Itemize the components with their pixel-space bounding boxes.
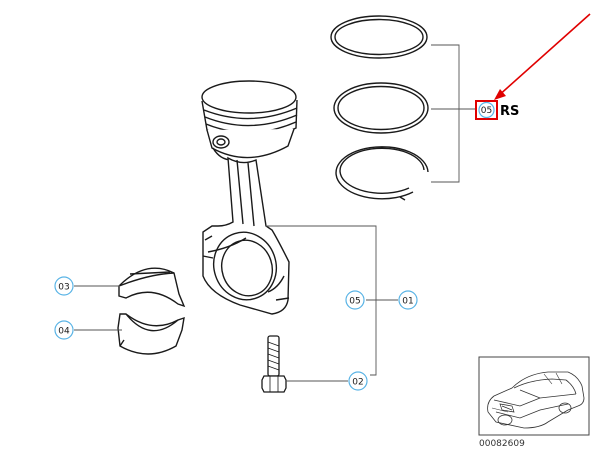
callout-rod-left-number: 05 [349,296,360,306]
highlight-arrow [494,13,591,100]
piston-ring-top [330,15,428,59]
callout-rings-circle [478,101,495,119]
reference-number: 00082609 [479,439,525,449]
callout-bolt-circle [348,371,368,391]
rod-bolt [261,335,287,393]
bearing-shell-lower [117,313,185,355]
car-outline-icon [487,371,585,429]
car-thumbnail[interactable] [478,356,590,436]
engine-location-marker-icon [499,403,515,413]
rings-bracket [431,44,476,183]
piston-ring-bottom [335,146,429,201]
piston [201,80,298,161]
callout-bolt-number: 02 [352,377,363,387]
callout-rod-right-circle [398,290,418,310]
callout-bearing-upper-circle [54,276,74,296]
callout-rod-right-number: 01 [402,296,413,306]
connecting-rod [202,156,290,315]
piston-ring-middle [333,82,429,134]
callout-bearing-upper-number: 03 [58,282,69,292]
bearing-shells [117,267,186,355]
rod-leaders [266,225,398,376]
callout-rod-right[interactable]: 01 [398,290,418,310]
callout-rod-left-circle [345,290,365,310]
callout-rod-left[interactable]: 05 [345,290,365,310]
callout-rings[interactable]: 05 RS [475,100,519,120]
bearing-shell-upper [118,267,186,308]
callout-bolt[interactable]: 02 [348,371,368,391]
piston-rings [330,15,429,201]
callout-rings-number: 05 [481,106,492,116]
callout-bearing-lower[interactable]: 04 [54,320,74,340]
callout-bearing-lower-circle [54,320,74,340]
callout-bearing-lower-number: 04 [58,326,70,336]
bearing-leaders [74,285,122,331]
callout-bearing-upper[interactable]: 03 [54,276,74,296]
callout-rings-suffix: RS [500,104,519,119]
